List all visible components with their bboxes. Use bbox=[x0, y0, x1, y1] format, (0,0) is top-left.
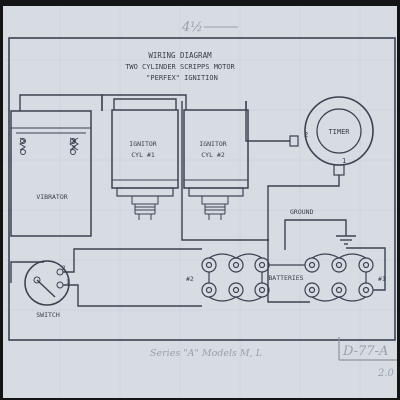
batteries-label: BATTERIES bbox=[268, 274, 303, 282]
ignitor-1-label-line1: IGNITOR bbox=[129, 140, 156, 148]
battery-group-right-label: #1 bbox=[378, 275, 386, 283]
ground-symbol bbox=[336, 235, 356, 245]
timer-terminal-1: 1 bbox=[342, 157, 346, 165]
drawing-border bbox=[8, 37, 396, 341]
ignitor-1-label-line2: CYL #1 bbox=[131, 151, 155, 159]
title-line-1: WIRING DIAGRAM bbox=[148, 51, 212, 60]
pencil-corner-note: 2.0 bbox=[377, 368, 395, 379]
switch-label: SWITCH bbox=[36, 311, 60, 319]
batteries bbox=[201, 253, 374, 302]
title-line-3: "PERFEX" IGNITION bbox=[146, 74, 218, 82]
drawing-number: D-77-A bbox=[342, 344, 388, 359]
title-line-2: TWO CYLINDER SCRIPPS MOTOR bbox=[125, 63, 235, 71]
ignitor-2-label-line2: CYL #2 bbox=[201, 151, 225, 159]
vibrator-label: VIBRATOR bbox=[36, 193, 67, 201]
timer-terminal-2: 2 bbox=[304, 131, 308, 139]
paper-sheet bbox=[3, 6, 397, 398]
timer-label: TIMER bbox=[328, 128, 350, 136]
timer: TIMER 2 1 bbox=[289, 96, 374, 176]
drawing-number-box: D-77-A bbox=[338, 337, 397, 361]
vibrator: VIBRATOR bbox=[10, 110, 92, 237]
ground-label: GROUND bbox=[290, 208, 314, 216]
switch-terminal-1: 1 bbox=[66, 279, 70, 286]
switch-terminal-2: 2 bbox=[62, 265, 66, 272]
battery-group-left-label: #2 bbox=[186, 275, 194, 283]
ignitor-cyl-1: IGNITOR CYL #1 bbox=[111, 101, 179, 220]
pencil-series-note: Series "A" Models M, L bbox=[150, 348, 262, 359]
top-note: 4½ bbox=[181, 20, 203, 35]
ignitor-2-label-line1: IGNITOR bbox=[199, 140, 226, 148]
